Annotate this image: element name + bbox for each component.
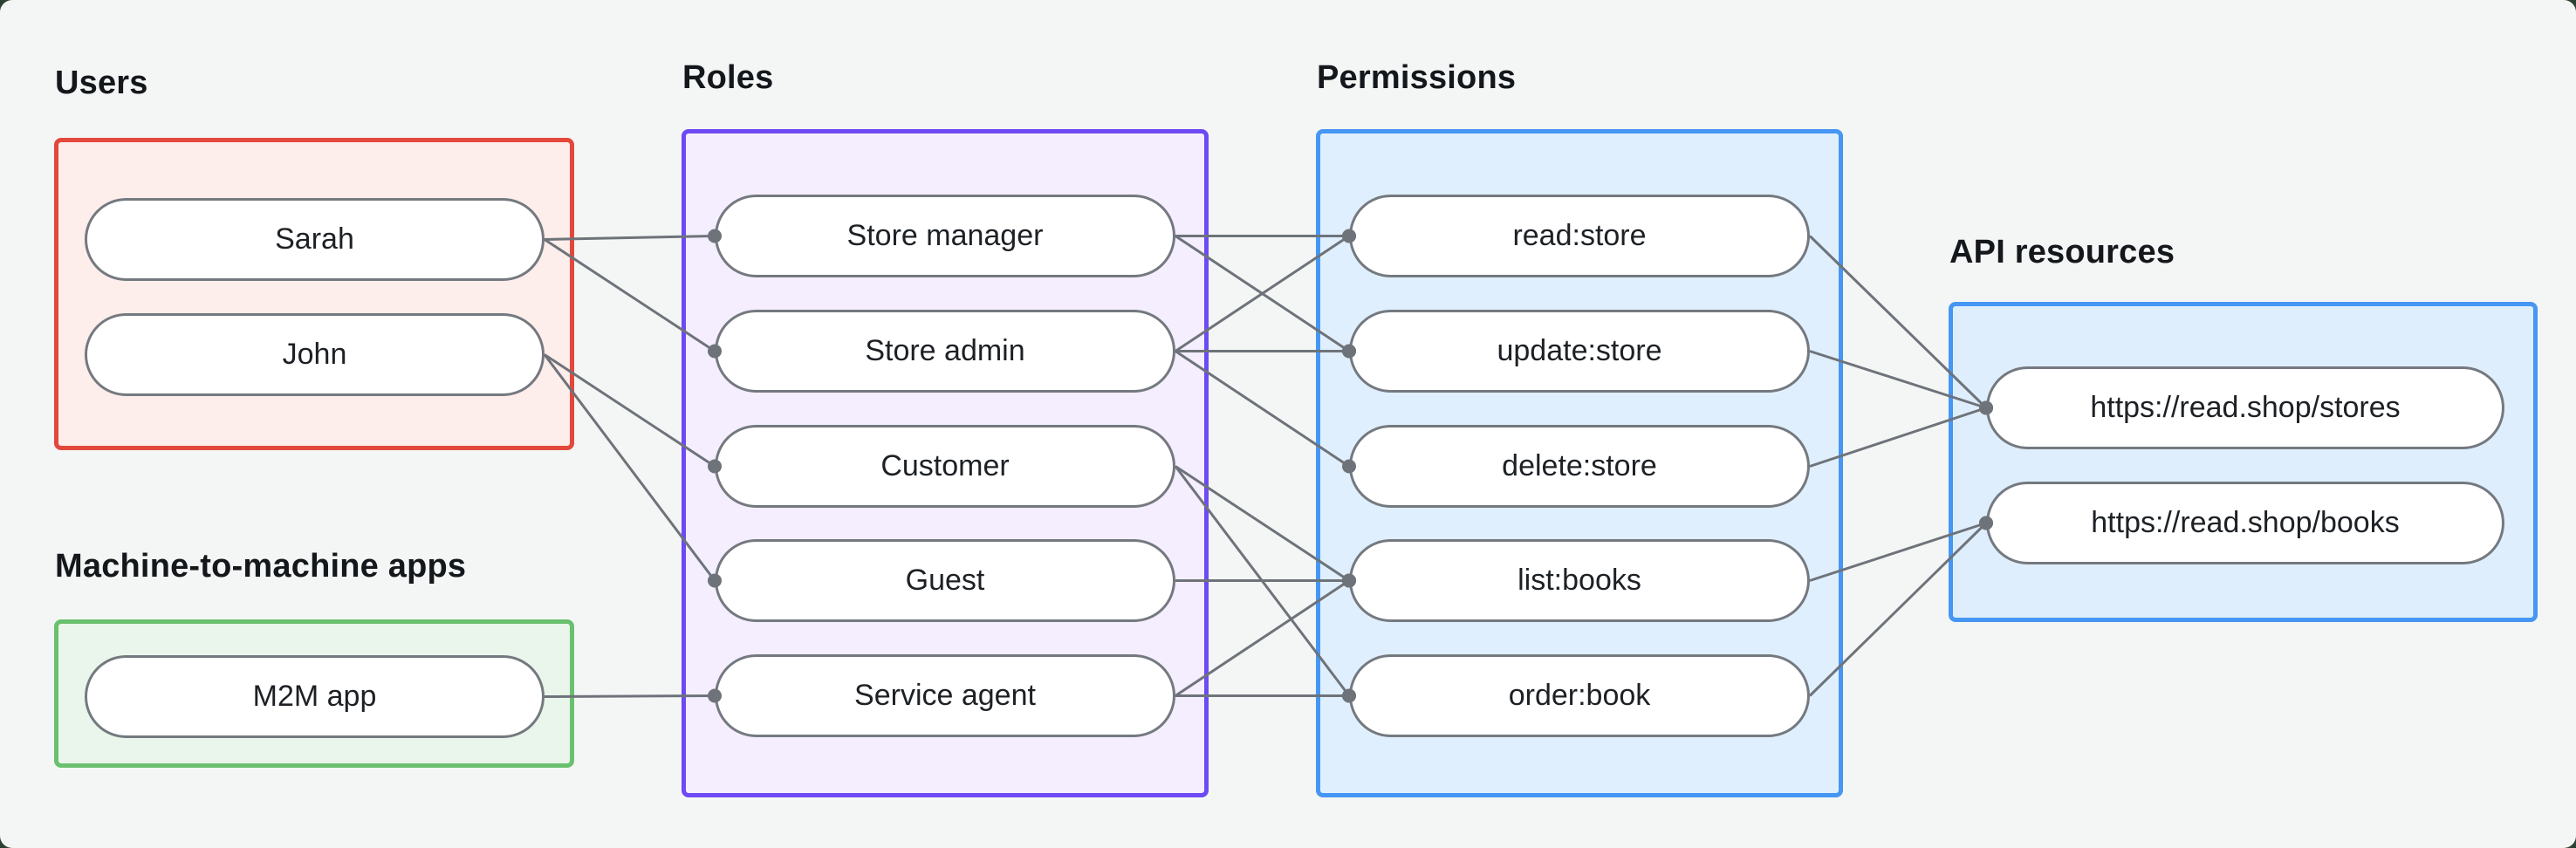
node-store-admin-label: Store admin — [865, 334, 1025, 367]
permissions-group-label: Permissions — [1317, 59, 1517, 96]
node-update-store-label: update:store — [1497, 334, 1662, 367]
api-resources-group-box — [1949, 302, 2538, 622]
node-books-api-resource: https://read.shop/books — [1986, 482, 2504, 564]
node-guest: Guest — [715, 539, 1175, 622]
node-stores-api-resource: https://read.shop/stores — [1986, 366, 2504, 449]
node-service-agent-label: Service agent — [854, 679, 1036, 712]
node-delete-store-label: delete:store — [1502, 449, 1657, 482]
node-guest-label: Guest — [905, 564, 985, 597]
node-m2m-app-label: M2M app — [252, 680, 377, 713]
node-m2m-app: M2M app — [85, 655, 545, 738]
node-customer: Customer — [715, 425, 1175, 508]
node-store-manager-label: Store manager — [846, 219, 1044, 252]
node-john: John — [85, 313, 545, 396]
node-order-book-label: order:book — [1508, 679, 1651, 712]
node-service-agent: Service agent — [715, 654, 1175, 737]
node-stores-api-resource-label: https://read.shop/stores — [2090, 391, 2401, 424]
m2m-group-label: Machine-to-machine apps — [55, 548, 467, 585]
node-read-store-label: read:store — [1512, 219, 1647, 252]
roles-group-label: Roles — [682, 59, 774, 96]
node-john-label: John — [282, 338, 347, 371]
node-store-admin: Store admin — [715, 310, 1175, 393]
node-update-store: update:store — [1349, 310, 1810, 393]
node-list-books-label: list:books — [1518, 564, 1641, 597]
api-resources-group-label: API resources — [1949, 234, 2175, 270]
node-store-manager: Store manager — [715, 195, 1175, 277]
node-read-store: read:store — [1349, 195, 1810, 277]
node-delete-store: delete:store — [1349, 425, 1810, 508]
node-books-api-resource-label: https://read.shop/books — [2091, 506, 2400, 539]
node-customer-label: Customer — [880, 449, 1010, 482]
users-group-box — [54, 138, 574, 450]
node-order-book: order:book — [1349, 654, 1810, 737]
node-sarah-label: Sarah — [275, 222, 354, 256]
node-sarah: Sarah — [85, 198, 545, 281]
node-list-books: list:books — [1349, 539, 1810, 622]
users-group-label: Users — [55, 65, 148, 101]
